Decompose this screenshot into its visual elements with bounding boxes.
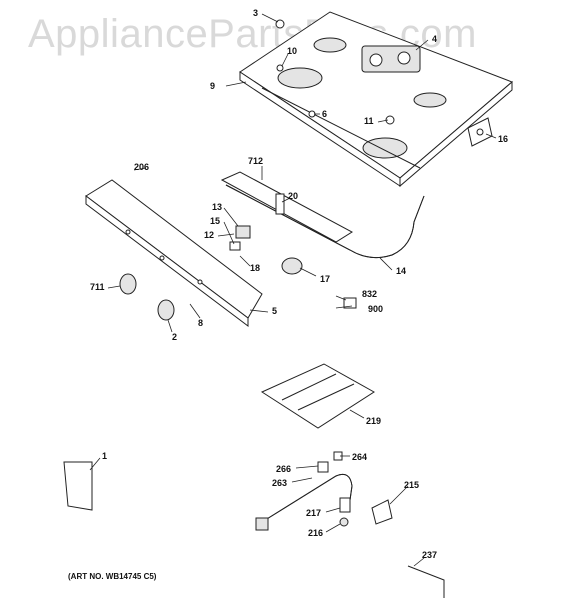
callout-12: 12 xyxy=(204,230,214,240)
valve-part[interactable] xyxy=(229,193,357,309)
callout-10: 10 xyxy=(287,46,297,56)
callout-17: 17 xyxy=(320,274,330,284)
callout-219: 219 xyxy=(366,416,381,426)
manifold-rail-part[interactable] xyxy=(220,171,353,243)
literature-part[interactable] xyxy=(63,461,93,511)
callout-264: 264 xyxy=(352,452,367,462)
rod-part[interactable] xyxy=(407,565,445,598)
callout-9: 9 xyxy=(210,81,215,91)
callout-237: 237 xyxy=(422,550,437,560)
callout-18: 18 xyxy=(250,263,260,273)
leader-lines xyxy=(89,13,497,567)
callout-6: 6 xyxy=(322,109,327,119)
manifold-pipe-part[interactable] xyxy=(225,184,425,259)
shield-plate-part[interactable] xyxy=(260,363,375,429)
callout-215: 215 xyxy=(404,480,419,490)
callout-4: 4 xyxy=(432,34,437,44)
callout-16: 16 xyxy=(498,134,508,144)
callout-2: 2 xyxy=(172,332,177,342)
callout-263: 263 xyxy=(272,478,287,488)
callout-15: 15 xyxy=(210,216,220,226)
callout-712: 712 xyxy=(248,156,263,166)
callout-216: 216 xyxy=(308,528,323,538)
callout-8: 8 xyxy=(198,318,203,328)
callout-20: 20 xyxy=(288,191,298,201)
callout-3: 3 xyxy=(253,8,258,18)
callout-206: 206 xyxy=(134,162,149,172)
callout-900: 900 xyxy=(368,304,383,314)
art-number: (ART NO. WB14745 C5) xyxy=(68,572,157,581)
control-panel-part[interactable] xyxy=(85,179,263,328)
callout-832: 832 xyxy=(362,289,377,299)
callout-11: 11 xyxy=(364,116,374,126)
callout-1: 1 xyxy=(102,451,107,461)
bracket-part[interactable] xyxy=(467,117,493,147)
callout-5: 5 xyxy=(272,306,277,316)
knob-part[interactable] xyxy=(119,273,175,321)
callout-266: 266 xyxy=(276,464,291,474)
burner-valve-assembly-part[interactable] xyxy=(361,45,421,73)
callout-14: 14 xyxy=(396,266,406,276)
callout-217: 217 xyxy=(306,508,321,518)
callout-711: 711 xyxy=(90,282,105,292)
callout-13: 13 xyxy=(212,202,222,212)
callout-labels: 3 4 10 9 6 11 16 712 206 20 13 15 12 18 … xyxy=(90,8,508,560)
oven-burner-tube-part[interactable] xyxy=(255,451,393,531)
burner-box-part[interactable] xyxy=(239,11,513,188)
